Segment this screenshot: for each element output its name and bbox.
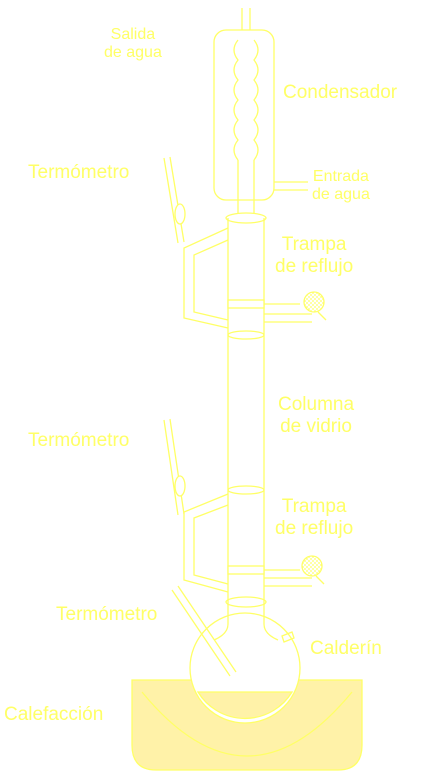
label-termometro-middle: Termómetro bbox=[28, 430, 130, 451]
label-condensador: Condensador bbox=[283, 82, 398, 103]
label-termometro-lower: Termómetro bbox=[56, 604, 158, 625]
label-columna-vidrio: Columna de vidrio bbox=[278, 394, 355, 437]
label-salida-agua: Salida de agua bbox=[104, 26, 162, 62]
label-entrada-agua: Entrada de agua bbox=[312, 168, 370, 204]
label-calefaccion: Calefacción bbox=[4, 704, 104, 725]
label-calderin: Calderín bbox=[310, 638, 382, 659]
label-trampa-reflujo-lower: Trampa de reflujo bbox=[275, 496, 354, 539]
boiling-flask bbox=[189, 596, 301, 724]
thermometer-upper bbox=[163, 156, 186, 244]
condenser bbox=[213, 8, 308, 214]
thermometer-middle bbox=[163, 418, 186, 516]
thermometer-lower bbox=[171, 585, 237, 677]
reflux-trap-lower bbox=[183, 493, 325, 593]
label-trampa-reflujo-upper: Trampa de reflujo bbox=[275, 234, 354, 277]
heating-mantle bbox=[131, 679, 363, 771]
reflux-trap-upper bbox=[183, 227, 327, 329]
glass-column bbox=[225, 212, 267, 602]
label-termometro-upper: Termómetro bbox=[28, 162, 130, 183]
